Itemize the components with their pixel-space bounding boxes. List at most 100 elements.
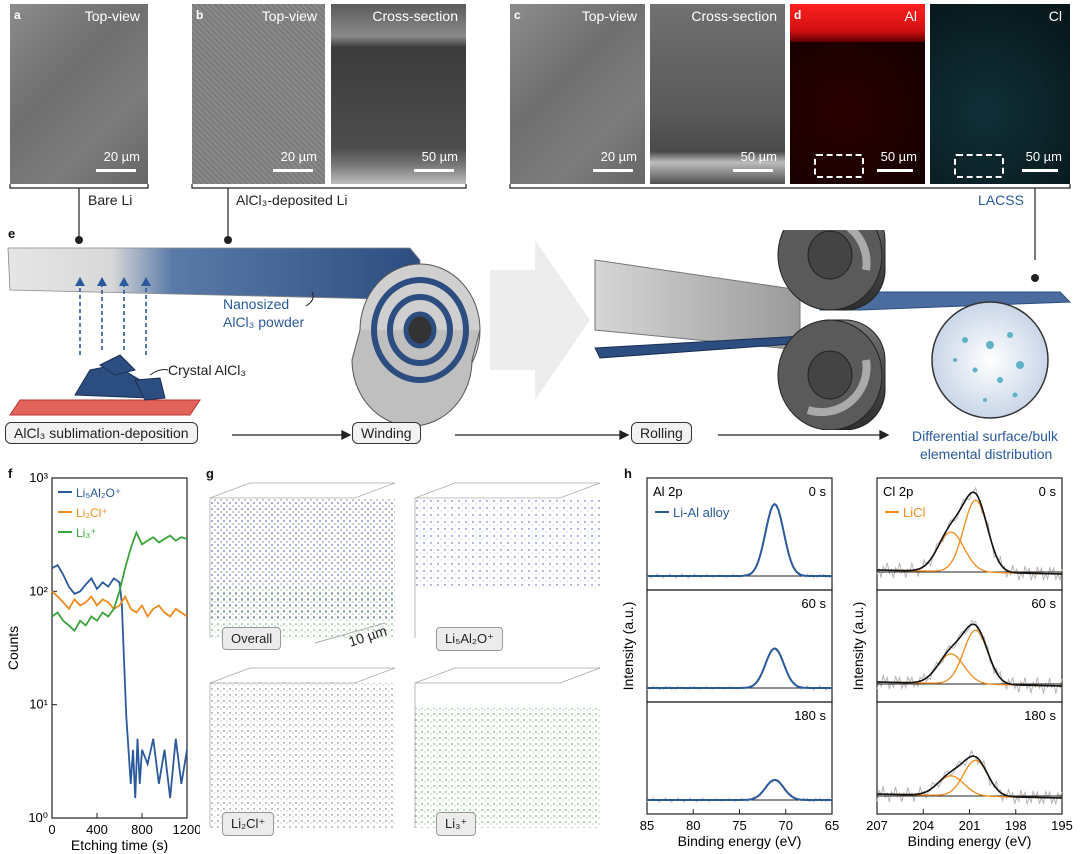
plot-frame-f (51, 477, 188, 819)
panel-b-title-topview: Top-view (261, 8, 317, 24)
step-rolling: Rolling (631, 422, 692, 444)
y-tick-label-f: 10³ (29, 470, 48, 485)
raw-spectrum-h (646, 779, 833, 803)
fit-h (647, 647, 832, 689)
legend-label-h: Li-Al alloy (673, 505, 730, 520)
panel-c-title-cross: Cross-section (691, 8, 777, 24)
panel-e-label: e (8, 226, 16, 241)
li-foil-strip (7, 247, 421, 301)
panel-c-scale-text-1: 20 µm (600, 149, 637, 164)
x-axis-label-f: Etching time (s) (71, 837, 168, 853)
legend-label-h: LiCl (903, 505, 926, 520)
panel-b-title-cross: Cross-section (372, 8, 458, 24)
process-arrows (232, 429, 890, 441)
panel-b-scale-bar-2 (414, 169, 454, 172)
raw-spectrum-h (646, 647, 833, 691)
panel-a-label: a (14, 8, 21, 22)
time-label-h: 0 s (1039, 484, 1057, 499)
fit-h (647, 502, 832, 577)
cl-dashed-box (954, 154, 1004, 178)
x-tick-label-f: 1200 (173, 822, 200, 837)
tof-sims-cubes (209, 482, 601, 828)
y-tick-label-f: 10⁰ (28, 810, 48, 825)
cube-li2cl-label: Li₂Cl⁺ (222, 812, 275, 836)
result-label-1: Differential surface/bulk (912, 428, 1059, 444)
panel-c-topview-image: c Top-view 20 µm (510, 4, 645, 184)
time-label-h: 0 s (809, 484, 827, 499)
y-tick-label-f: 10¹ (29, 697, 48, 712)
alcl3-deposited-li-label: AlCl₃-deposited Li (236, 192, 348, 208)
core-level-title-h: Al 2p (653, 484, 683, 499)
panel-b-scale-text-2: 50 µm (421, 149, 458, 164)
envelope-h (876, 755, 1063, 799)
legend-label-f-2: Li₃⁺ (76, 526, 97, 540)
panel-c-cross-image: Cross-section 50 µm (650, 4, 785, 184)
panel-c-scale-bar-1 (593, 169, 633, 172)
panel-g-label: g (206, 466, 214, 481)
nanosized-label-2: AlCl₃ powder (223, 314, 305, 330)
panel-d-label: d (794, 8, 802, 22)
raw-spectrum-h (876, 486, 1063, 582)
al-dashed-box (814, 154, 864, 178)
series-line-f-1 (51, 590, 188, 619)
x-tick-label-f: 800 (131, 822, 153, 837)
panel-a-image: a Top-view 20 µm (10, 4, 148, 184)
step-winding: Winding (352, 422, 421, 444)
panel-a-scale-text: 20 µm (103, 149, 140, 164)
panel-d-al-map: d Al 50 µm (790, 4, 925, 184)
x-axis-label-h-1: Binding energy (eV) (908, 833, 1032, 849)
nanosized-label-1: Nanosized (223, 296, 290, 312)
y-axis-label-h-0: Intensity (a.u.) (620, 602, 636, 691)
panel-c-scale-bar-2 (733, 169, 773, 172)
upper-roller (777, 230, 886, 311)
series-line-f-2 (51, 530, 188, 633)
component-2-h (876, 759, 1063, 799)
panel-d-al-title: Al (904, 8, 917, 24)
lower-roller (777, 319, 886, 430)
x-tick-label-h: 85 (640, 818, 654, 833)
bare-li-label: Bare Li (88, 192, 133, 208)
x-axis-label-h-0: Binding energy (eV) (678, 833, 802, 849)
panel-a-scale-bar (96, 169, 136, 172)
x-tick-label-f: 400 (86, 822, 108, 837)
legend-label-f-1: Li₂Cl⁺ (76, 506, 108, 520)
cube-li5al2o-label: Li₅Al₂O⁺ (436, 627, 503, 651)
y-axis-label-f: Counts (5, 626, 21, 670)
panel-b-scale-bar-1 (273, 169, 313, 172)
time-label-h: 180 s (794, 708, 826, 723)
fit-h (647, 778, 832, 801)
x-tick-label-h: 204 (912, 818, 934, 833)
result-label-2: elemental distribution (920, 446, 1053, 462)
time-label-h: 60 s (1031, 596, 1056, 611)
x-tick-label-h: 207 (866, 818, 888, 833)
panel-d-cl-scale-bar (1022, 169, 1058, 172)
crystal-alcl3-label: Crystal AlCl₃ (168, 362, 247, 378)
panel-a-title: Top-view (84, 8, 140, 24)
al-surface-layer (790, 4, 925, 42)
panel-d-cl-map: Cl 50 µm (930, 4, 1070, 184)
panel-c-label: c (514, 8, 521, 22)
raw-spectrum-h (876, 620, 1063, 694)
cube-li3-label: Li₃⁺ (436, 812, 477, 836)
legend-label-f-0: Li₅Al₂O⁺ (76, 486, 121, 500)
y-axis-label-h-1: Intensity (a.u.) (850, 602, 866, 691)
panel-c-title-topview: Top-view (581, 8, 637, 24)
panel-c-scale-text-2: 50 µm (740, 149, 777, 164)
x-tick-label-h: 70 (779, 818, 793, 833)
x-tick-label-h: 65 (825, 818, 839, 833)
envelope-h (876, 623, 1063, 687)
y-tick-label-f: 10² (29, 583, 48, 598)
panel-b-topview-image: b Top-view 20 µm (192, 4, 325, 184)
component-1-h (876, 531, 1063, 575)
step-sublimation: AlCl₃ sublimation-deposition (5, 422, 198, 444)
micrograph-brackets (9, 184, 1071, 260)
x-tick-label-f: 0 (48, 822, 55, 837)
x-tick-label-h: 201 (959, 818, 981, 833)
cube-overall-label: Overall (222, 627, 282, 650)
xps-chart: Intensity (a.u.) 0 s Al 2p Li-Al alloy 60 s 1… (620, 477, 1073, 849)
component-2-h (876, 629, 1063, 687)
time-label-h: 180 s (1024, 708, 1056, 723)
core-level-title-h: Cl 2p (883, 484, 913, 499)
x-tick-label-h: 75 (732, 818, 746, 833)
